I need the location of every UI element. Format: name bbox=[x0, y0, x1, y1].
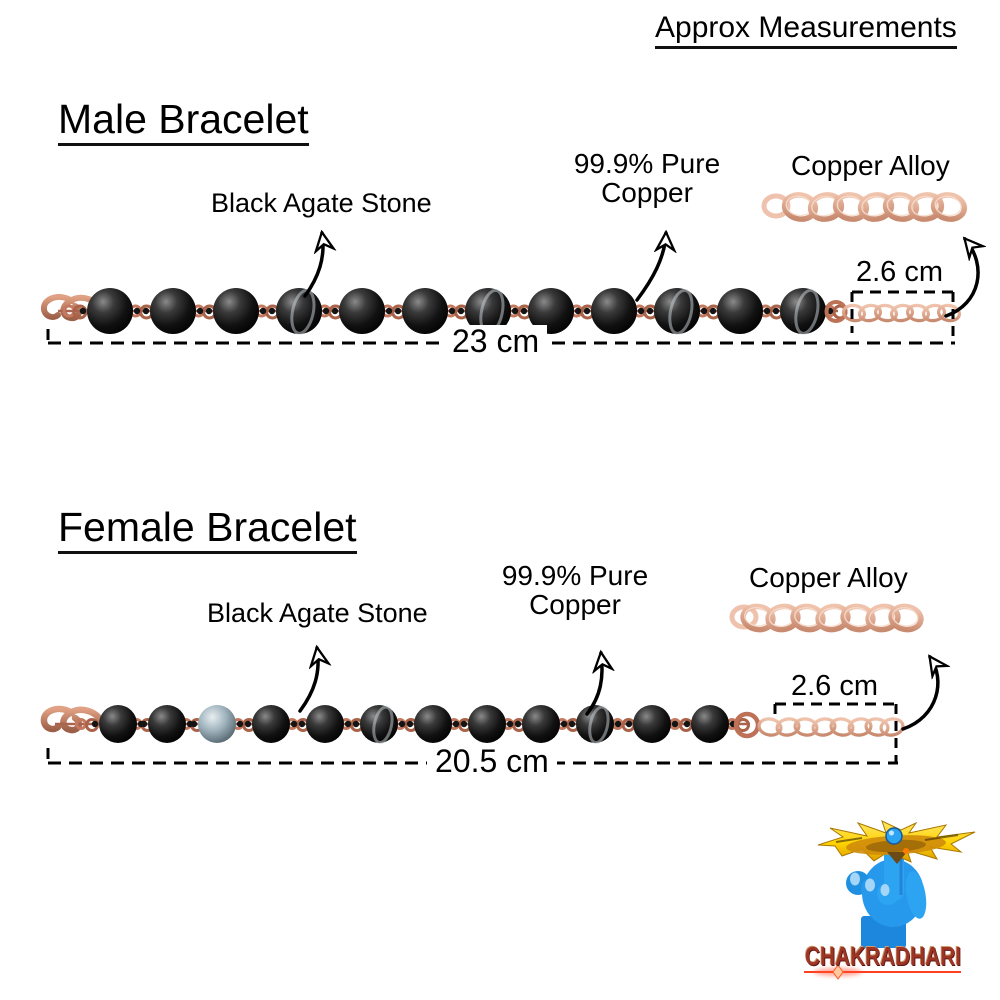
hand-icon bbox=[846, 839, 927, 948]
female-alloy-label: Copper Alloy bbox=[749, 562, 908, 593]
female-copper-arrow bbox=[585, 653, 602, 716]
male-stone-label: Black Agate Stone bbox=[211, 188, 432, 218]
male-alloy-label: Copper Alloy bbox=[791, 150, 950, 181]
female-bracelet-photo bbox=[40, 705, 905, 745]
male-section-title: Male Bracelet bbox=[58, 97, 309, 147]
female-total-length-label: 20.5 cm bbox=[427, 744, 557, 779]
male-stone-arrow bbox=[303, 233, 323, 298]
flare-underline bbox=[804, 964, 961, 980]
female-extension-chain bbox=[757, 717, 905, 737]
male-copper-arrow bbox=[635, 233, 666, 302]
brand-logo bbox=[804, 820, 976, 980]
female-copper-label: 99.9% Pure Copper bbox=[501, 560, 649, 621]
female-stone-label: Black Agate Stone bbox=[207, 598, 428, 628]
female-extension-bracket bbox=[773, 702, 898, 763]
female-extension-length-label: 2.6 cm bbox=[791, 670, 879, 702]
approx-measurements-heading: Approx Measurements bbox=[655, 12, 957, 49]
male-beads bbox=[58, 288, 848, 335]
male-end-ring bbox=[824, 300, 848, 323]
male-extension-chain bbox=[841, 303, 962, 323]
female-beads bbox=[55, 705, 750, 745]
male-bracelet-photo bbox=[40, 288, 962, 335]
male-extension-length-label: 2.6 cm bbox=[856, 256, 944, 288]
female-stone-arrow bbox=[298, 648, 318, 713]
brand-name: CHAKRADHARI bbox=[805, 941, 961, 971]
male-alloy-arrow bbox=[944, 239, 978, 318]
male-copper-label: 99.9% Pure Copper bbox=[573, 148, 721, 209]
female-chain-zoom-image bbox=[729, 603, 924, 633]
chakra-icon bbox=[817, 820, 976, 864]
female-section-title: Female Bracelet bbox=[58, 505, 357, 555]
male-extension-bracket bbox=[850, 290, 955, 343]
male-chain-zoom-image bbox=[761, 192, 968, 222]
female-alloy-arrow bbox=[901, 657, 938, 731]
male-total-length-label: 23 cm bbox=[444, 324, 548, 359]
